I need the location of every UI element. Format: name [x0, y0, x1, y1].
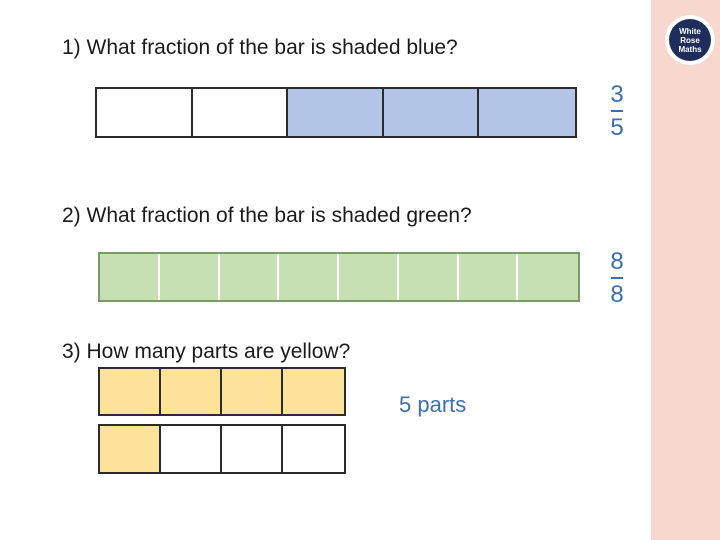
answer-1-denominator: 5 [610, 114, 624, 141]
bar-question-3-top [98, 367, 346, 416]
yellow-bar-cell [161, 369, 222, 414]
green-bar-cell [398, 254, 459, 300]
logo-line-1: White [679, 26, 701, 36]
question-3-text: 3) How many parts are yellow? [62, 340, 351, 363]
fraction-bar-line [611, 277, 623, 279]
white-bar-cell [161, 426, 222, 472]
green-bar-cell [100, 254, 160, 300]
yellow-bar-cell [100, 369, 161, 414]
answer-1-numerator: 3 [610, 81, 624, 108]
answer-1-fraction: 3 5 [602, 82, 632, 141]
answer-2-fraction: 8 8 [602, 249, 632, 308]
logo-badge: White Rose Maths [669, 19, 711, 61]
logo-line-3: Maths [678, 44, 702, 54]
bar-question-3-bottom [98, 424, 346, 474]
answer-3-text: 5 parts [399, 392, 467, 417]
green-bar-cell [279, 254, 339, 300]
logo-line-2: Rose [680, 35, 700, 45]
yellow-bar-cell [222, 369, 283, 414]
white-bar-cell [283, 426, 344, 472]
yellow-bar-cell [283, 369, 344, 414]
yellow-bar-cell [100, 426, 161, 472]
green-bar-cell [458, 254, 519, 300]
side-strip [651, 0, 720, 540]
white-bar-cell [222, 426, 283, 472]
white-bar-cell [97, 89, 193, 136]
answer-2-denominator: 8 [610, 281, 624, 308]
white-rose-maths-logo: White Rose Maths [665, 15, 715, 65]
fraction-bar-line [611, 110, 623, 112]
answer-2-numerator: 8 [610, 248, 624, 275]
question-1-text: 1) What fraction of the bar is shaded bl… [62, 36, 458, 59]
green-bar-cell [339, 254, 399, 300]
green-bar-cell [159, 254, 220, 300]
question-2-text: 2) What fraction of the bar is shaded gr… [62, 204, 472, 227]
bar-question-2 [98, 252, 580, 302]
bar-question-1 [95, 87, 577, 138]
blue-bar-cell [288, 89, 384, 136]
green-bar-cell [219, 254, 280, 300]
blue-bar-cell [383, 89, 480, 136]
blue-bar-cell [479, 89, 575, 136]
white-bar-cell [192, 89, 289, 136]
green-bar-cell [518, 254, 578, 300]
